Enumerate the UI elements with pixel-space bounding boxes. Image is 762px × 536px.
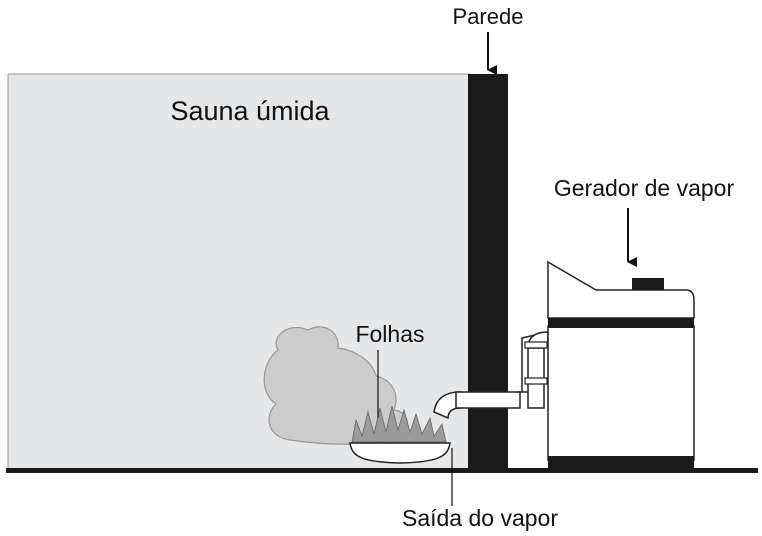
leaves: [351, 405, 447, 443]
sauna-label: Sauna úmida: [170, 96, 330, 126]
outlet-label: Saída do vapor: [402, 505, 558, 531]
leaves-label: Folhas: [355, 321, 424, 347]
generator-label: Gerador de vapor: [554, 175, 735, 201]
pipe-joint-low: [524, 377, 548, 385]
generator-cap: [632, 278, 664, 290]
steam-generator: [547, 260, 695, 470]
wall-label: Parede: [453, 4, 524, 29]
wall: [468, 74, 508, 470]
pipe-through-wall: [455, 391, 521, 409]
floor: [6, 468, 758, 473]
pipe-vertical: [527, 345, 545, 409]
sauna-room: [7, 73, 471, 471]
pipe-joint-high: [524, 341, 548, 349]
leaf-bowl: [349, 442, 451, 464]
